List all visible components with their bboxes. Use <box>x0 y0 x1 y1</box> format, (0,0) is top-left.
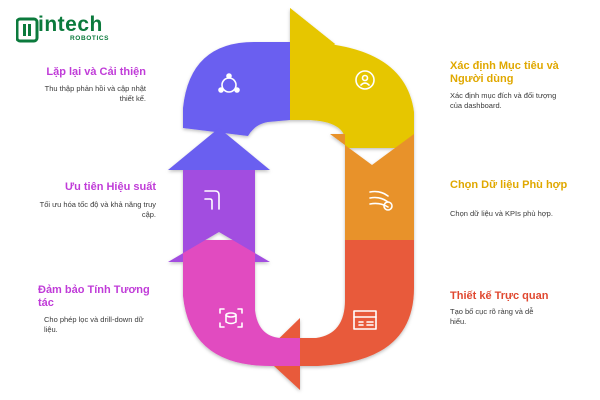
step-goal-title: Xác định Mục tiêu và Người dùng <box>450 60 559 85</box>
segment-interaction <box>183 240 300 366</box>
segment-design <box>262 240 414 390</box>
step-performance-title: Ưu tiên Hiệu suất <box>64 181 156 193</box>
step-performance-desc: Tối ưu hóa tốc độ và khả năng truy cập. <box>39 200 156 219</box>
logo-text: intech <box>38 13 103 36</box>
logo-mark-icon <box>16 17 39 43</box>
step-design-title: Thiết kế Trực quan <box>450 290 549 302</box>
segment-performance <box>168 170 270 262</box>
step-interaction-title: Đảm bảo Tính Tương tác <box>38 284 150 309</box>
step-goal-desc: Xác định mục đích và đối tượng của dashb… <box>450 91 557 110</box>
step-data-desc: Chọn dữ liệu và KPIs phù hợp. <box>450 209 553 218</box>
segment-repeat-arrow <box>168 128 270 170</box>
step-data-title: Chọn Dữ liệu Phù hợp <box>450 179 568 191</box>
segment-goal-arrow <box>290 8 335 82</box>
step-interaction-desc: Cho phép lọc và drill-down dữ liệu. <box>44 315 144 334</box>
step-repeat-desc: Thu thập phản hồi và cập nhật thiết kế. <box>44 84 146 103</box>
cycle-icon <box>218 73 240 93</box>
logo-subtext: ROBOTICS <box>70 35 110 42</box>
data-filter-icon <box>369 190 393 211</box>
person-target-icon <box>355 70 375 90</box>
segment-data <box>330 134 414 240</box>
step-design-desc: Tạo bố cục rõ ràng và dễ hiểu. <box>450 307 534 326</box>
intech-logo: intech ROBOTICS <box>16 13 120 46</box>
step-repeat-title: Lặp lại và Cải thiện <box>46 66 146 78</box>
database-scan-icon <box>219 308 243 328</box>
route-icon <box>204 190 220 210</box>
layout-icon <box>353 310 377 330</box>
